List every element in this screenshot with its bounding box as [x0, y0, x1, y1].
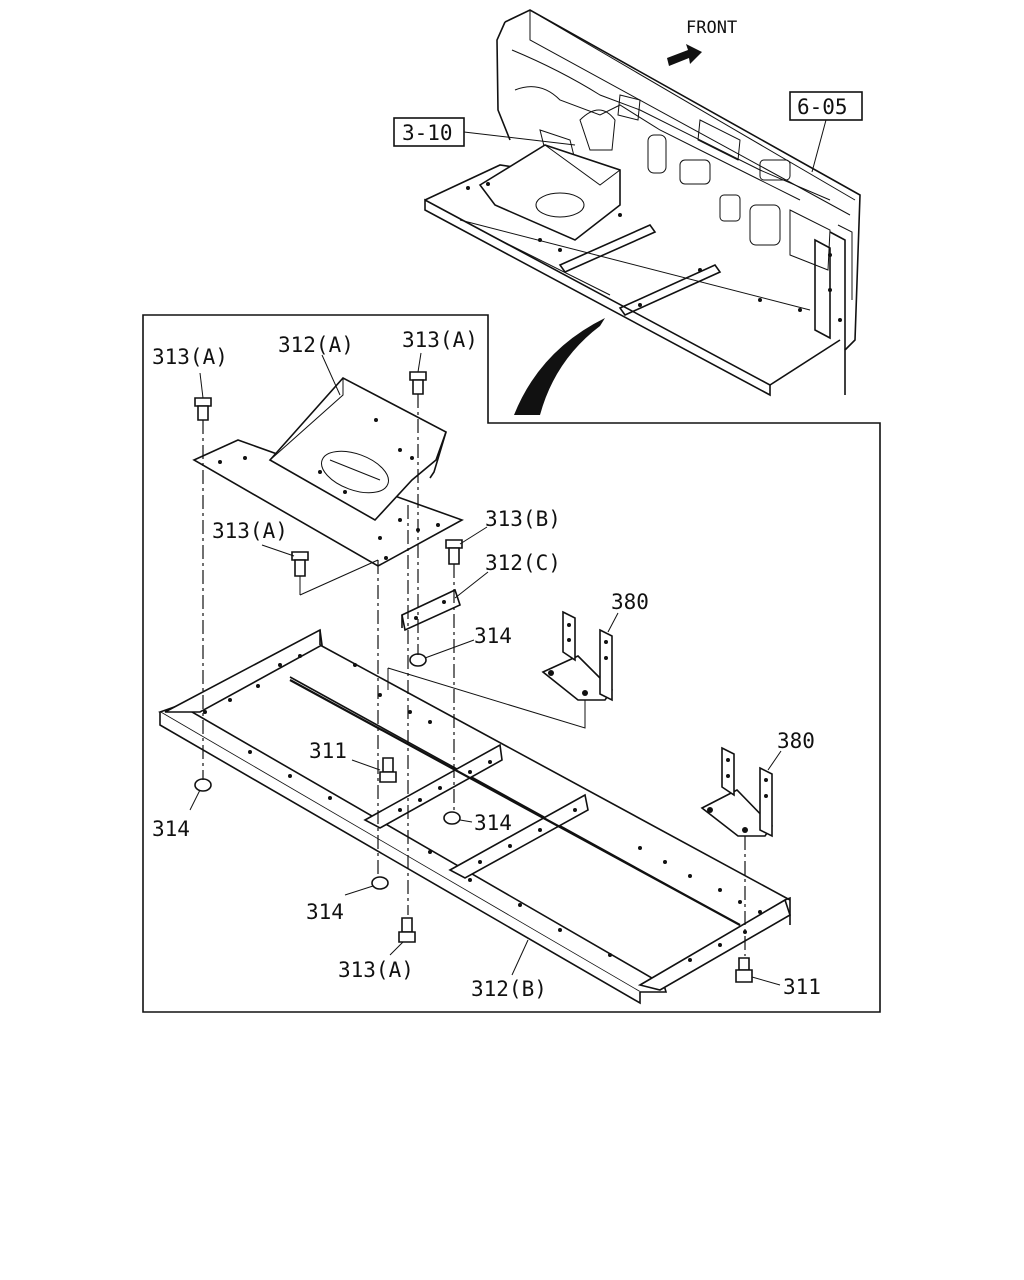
- callout-311-mid[interactable]: 311: [309, 739, 347, 763]
- front-label: FRONT: [686, 18, 737, 38]
- callout-313a-mid[interactable]: 313(A): [212, 519, 288, 543]
- callout-314-center[interactable]: 314: [474, 811, 512, 835]
- detail-frame: [142, 314, 881, 1013]
- ref-3-10-label: 3-10: [402, 121, 453, 145]
- callout-313a-top-right[interactable]: 313(A): [402, 328, 478, 352]
- callout-313b[interactable]: 313(B): [485, 507, 561, 531]
- ref-6-05-label: 6-05: [797, 95, 848, 119]
- arrow-right-icon: [667, 44, 702, 66]
- callout-314-upper[interactable]: 314: [474, 624, 512, 648]
- callout-314-lower[interactable]: 314: [306, 900, 344, 924]
- callout-313a-top-left[interactable]: 313(A): [152, 345, 228, 369]
- bolt-313a-mid: [291, 551, 309, 577]
- alignment-lines: [202, 394, 746, 956]
- overview-assembly: [424, 9, 861, 397]
- callout-314-left[interactable]: 314: [152, 817, 190, 841]
- bolt-313a-top-left: [194, 397, 212, 421]
- callout-380-lower[interactable]: 380: [777, 729, 815, 753]
- fastener-bolts: [194, 371, 753, 983]
- callout-312b[interactable]: 312(B): [471, 977, 547, 1001]
- callout-labels: 313(A) 312(A) 313(A) 313(A) 313(B) 312(C…: [152, 328, 821, 1001]
- reference-3-10[interactable]: 3-10: [393, 117, 576, 147]
- part-380-lower: [700, 746, 774, 838]
- part-312b-frame: [158, 628, 791, 1005]
- part-380-upper: [541, 610, 614, 702]
- front-direction-indicator: FRONT: [667, 18, 737, 66]
- callout-380-upper[interactable]: 380: [611, 590, 649, 614]
- detail-arrow: [514, 318, 605, 415]
- bolt-313a-bottom: [398, 917, 416, 943]
- bolt-313a-top-right: [409, 371, 427, 395]
- callout-312a[interactable]: 312(A): [278, 333, 354, 357]
- part-312c-bracket: [401, 588, 461, 632]
- leader-lines: [189, 352, 782, 986]
- callout-313a-bottom[interactable]: 313(A): [338, 958, 414, 982]
- bolt-311-mid: [379, 757, 397, 783]
- fastener-nuts: [194, 653, 461, 890]
- callout-311-right[interactable]: 311: [783, 975, 821, 999]
- callout-312c[interactable]: 312(C): [485, 551, 561, 575]
- reference-6-05[interactable]: 6-05: [789, 91, 863, 173]
- part-312a-plate: [192, 377, 464, 567]
- bolt-313b: [445, 539, 463, 565]
- bolt-311-right: [735, 957, 753, 983]
